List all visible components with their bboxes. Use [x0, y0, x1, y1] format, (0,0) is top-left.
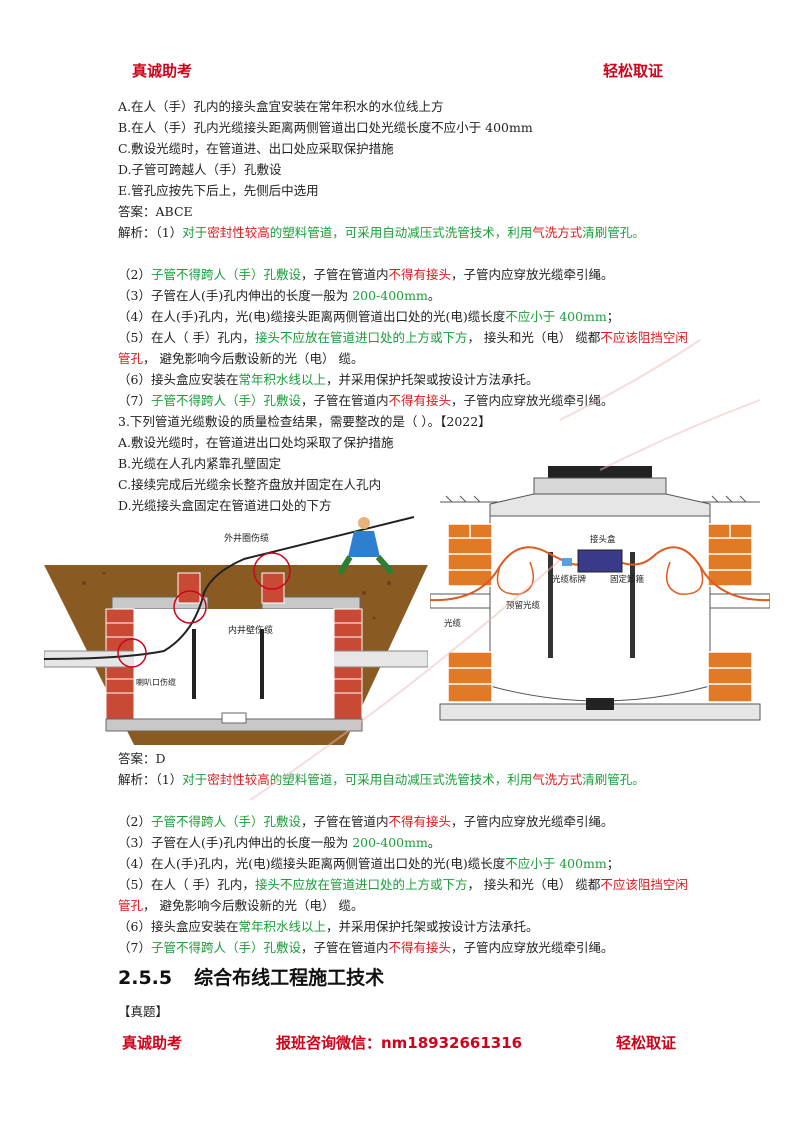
analysis-p4: （4）在人(手)孔内，光(电)缆接头距离两侧管道出口处的光(电)缆长度不应小于 … — [118, 309, 620, 324]
joint-box — [577, 549, 623, 573]
option-e: E.管孔应按先下后上，先侧后中选用 — [118, 183, 319, 198]
question-3-stem: 3.下列管道光缆敷设的质量检查结果，需要整改的是（ ）。【2022】 — [118, 414, 491, 429]
analysis2-p4: （4）在人(手)孔内，光(电)缆接头距离两侧管道出口处的光(电)缆长度不应小于 … — [118, 856, 620, 871]
manhole-damage-figure: 外井圈伤缆 内井壁伤缆 喇叭口伤缆 — [44, 513, 428, 745]
analysis2-p7: （7）子管不得跨人（手）孔敷设，子管在管道内不得有接头，子管内应穿放光缆牵引绳。 — [118, 940, 614, 955]
analysis2-p1: 解析：（1）对于密封性较高的塑料管道，可采用自动减压式洗管技术，利用气洗方式清刷… — [118, 772, 645, 787]
section-heading: 2.5.5 综合布线工程施工技术 — [118, 963, 384, 990]
header-left: 真诚助考 — [132, 62, 193, 80]
label-cable: 光缆 — [444, 618, 462, 629]
analysis-p2: （2）子管不得跨人（手）孔敷设，子管在管道内不得有接头，子管内应穿放光缆牵引绳。 — [118, 267, 614, 282]
label-joint-box: 接头盒 — [590, 534, 616, 545]
answer: 答案：ABCE — [118, 204, 193, 219]
neck-brick-left — [177, 572, 201, 604]
option-b: B.在人（手）孔内光缆接头距离两侧管道出口处光缆长度不应小于 400mm — [118, 120, 533, 135]
q3-option-a: A.敷设光缆时，在管道进出口处均采取了保护措施 — [118, 435, 394, 450]
header-right: 轻松取证 — [603, 62, 664, 80]
option-d: D.子管可跨越人（手）孔敷设 — [118, 162, 282, 177]
footer-right: 轻松取证 — [616, 1034, 677, 1052]
analysis-p3: （3）子管在人(手)孔内伸出的长度一般为 200-400mm。 — [118, 288, 441, 303]
analysis-p5: （5）在人（ 手）孔内，接头不应放在管道进口处的上方或下方， 接头和光（电） 缆… — [118, 330, 688, 366]
zhenti-label: 【真题】 — [118, 1004, 169, 1019]
footer-center: 报班咨询微信：nm18932661316 — [276, 1034, 523, 1052]
analysis-p1: 解析：（1）对于密封性较高的塑料管道，可采用自动减压式洗管技术，利用气洗方式清刷… — [118, 225, 645, 240]
manhole-layout-figure: 接头盒 光缆标牌 固定卸箍 预留光缆 光缆 — [430, 466, 770, 742]
label-outer-ring-damage: 外井圈伤缆 — [224, 532, 269, 544]
analysis2-p2: （2）子管不得跨人（手）孔敷设，子管在管道内不得有接头，子管内应穿放光缆牵引绳。 — [118, 814, 614, 829]
question-3-analysis: 答案：D 解析：（1）对于密封性较高的塑料管道，可采用自动减压式洗管技术，利用气… — [118, 748, 688, 958]
question-2-block: A.在人（手）孔内的接头盒宜安装在常年积水的水位线上方 B.在人（手）孔内光缆接… — [118, 96, 688, 516]
analysis-p7: （7）子管不得跨人（手）孔敷设，子管在管道内不得有接头，子管内应穿放光缆牵引绳。 — [118, 393, 614, 408]
q3-option-b: B.光缆在人孔内紧靠孔壁固定 — [118, 456, 282, 471]
analysis2-p6: （6）接头盒应安装在常年积水线以上，并采用保护托架或按设计方法承托。 — [118, 919, 539, 934]
analysis2-p5: （5）在人（ 手）孔内，接头不应放在管道进口处的上方或下方， 接头和光（电） 缆… — [118, 877, 688, 913]
label-cable-tag: 光缆标牌 — [552, 574, 587, 585]
label-fixing-hoop: 固定卸箍 — [610, 574, 645, 585]
analysis2-p3: （3）子管在人(手)孔内伸出的长度一般为 200-400mm。 — [118, 835, 441, 850]
section-number: 2.5.5 — [118, 967, 173, 989]
analysis-p6: （6）接头盒应安装在常年积水线以上，并采用保护托架或按设计方法承托。 — [118, 372, 539, 387]
option-a: A.在人（手）孔内的接头盒宜安装在常年积水的水位线上方 — [118, 99, 444, 114]
label-inner-wall-damage: 内井壁伤缆 — [228, 624, 273, 636]
q3-answer: 答案：D — [118, 751, 166, 766]
footer-left: 真诚助考 — [122, 1034, 183, 1052]
option-c: C.敷设光缆时，在管道进、出口处应采取保护措施 — [118, 141, 394, 156]
label-spare-cable: 预留光缆 — [506, 600, 541, 611]
section-title: 综合布线工程施工技术 — [194, 967, 385, 989]
label-bell-mouth-damage: 喇叭口伤缆 — [136, 677, 176, 687]
